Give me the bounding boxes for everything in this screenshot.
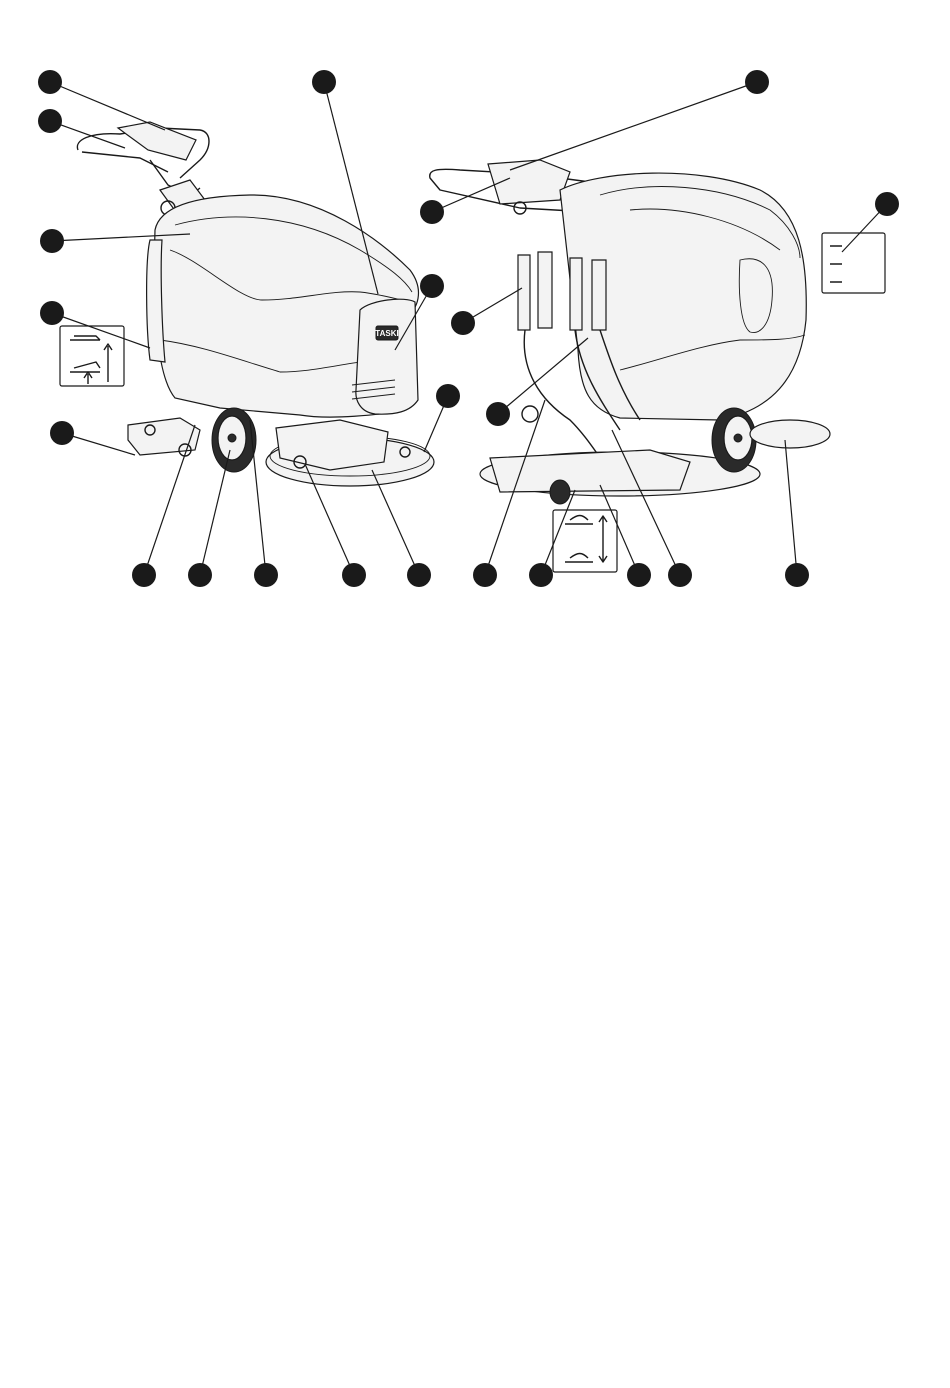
callout-marker (668, 563, 692, 587)
callout-marker (627, 563, 651, 587)
callout-marker (38, 109, 62, 133)
callout-marker (342, 563, 366, 587)
callout-marker (745, 70, 769, 94)
callout-marker (875, 192, 899, 216)
callout-marker (529, 563, 553, 587)
callout-marker (473, 563, 497, 587)
callout-marker (312, 70, 336, 94)
callout-marker (420, 274, 444, 298)
callout-marker (50, 421, 74, 445)
callout-marker (785, 563, 809, 587)
callout-marker (132, 563, 156, 587)
callout-marker (188, 563, 212, 587)
callout-marker (451, 311, 475, 335)
machine-parts-diagram: TASKI (0, 0, 950, 620)
callout-marker (40, 301, 64, 325)
callout-marker (420, 200, 444, 224)
callout-marker (436, 384, 460, 408)
left-machine-view: TASKI (60, 122, 434, 486)
callout-marker (407, 563, 431, 587)
callout-marker (38, 70, 62, 94)
right-machine-view (430, 160, 885, 572)
callout-marker (254, 563, 278, 587)
callout-marker (40, 229, 64, 253)
svg-text:TASKI: TASKI (375, 329, 398, 338)
callout-marker (486, 402, 510, 426)
